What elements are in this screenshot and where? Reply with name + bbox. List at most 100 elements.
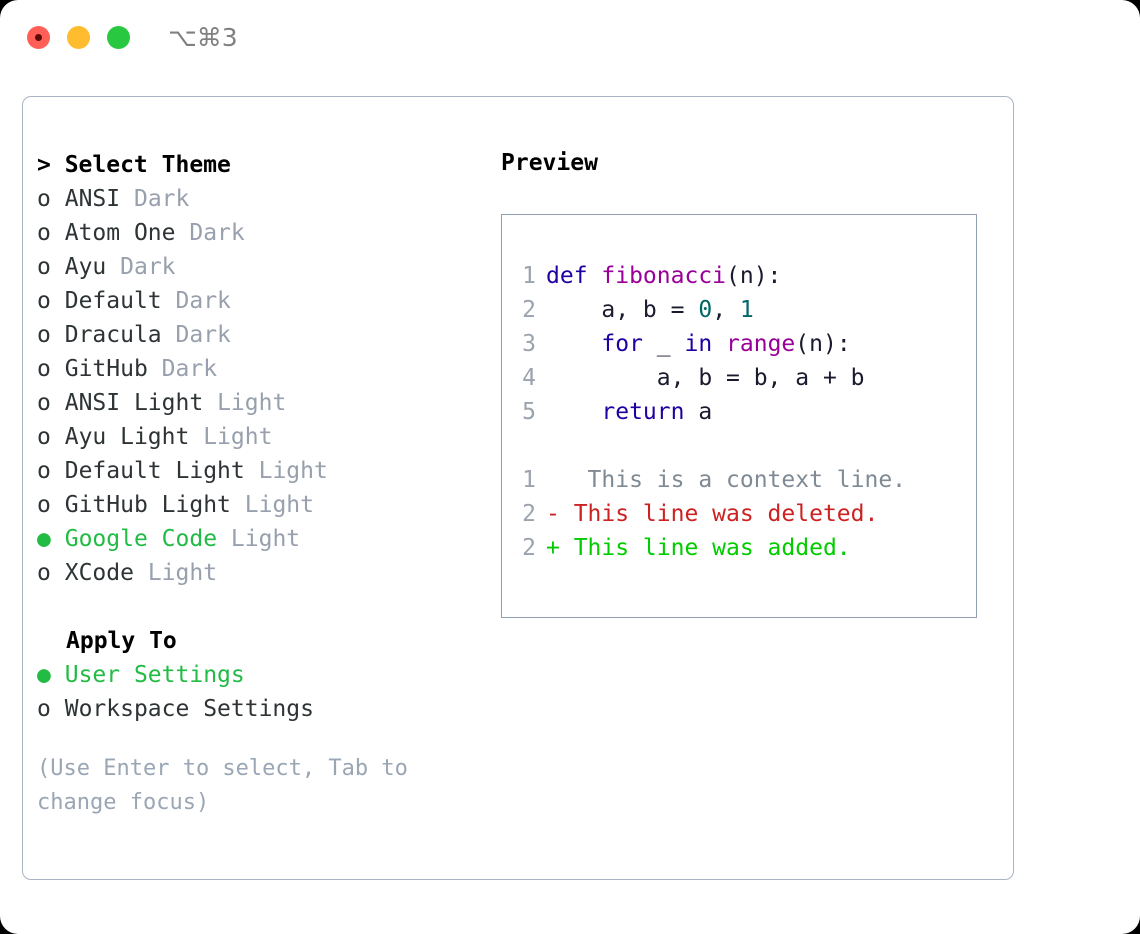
theme-option-github[interactable]: o GitHub Dark	[37, 352, 492, 386]
radio-unselected-icon: o	[37, 424, 51, 450]
theme-option-ansi[interactable]: o ANSI Dark	[37, 182, 492, 216]
theme-option-default-light[interactable]: o Default Light Light	[37, 454, 492, 488]
radio-selected-icon: ●	[37, 526, 51, 552]
theme-option-label: Ayu Light	[64, 424, 190, 450]
code-token	[712, 331, 726, 357]
radio-unselected-icon: o	[37, 356, 51, 382]
line-number: 2	[522, 297, 536, 323]
theme-option-label: Default	[64, 288, 162, 314]
theme-option-google-code[interactable]: ● Google Code Light	[37, 522, 492, 556]
code-token: return	[601, 399, 685, 425]
theme-option-ayu[interactable]: o Ayu Dark	[37, 250, 492, 284]
window-controls	[27, 26, 130, 49]
code-line: 5 return a	[514, 395, 966, 429]
apply-to-option-workspace-settings[interactable]: o Workspace Settings	[37, 692, 492, 726]
theme-option-label: GitHub Light	[64, 492, 231, 518]
theme-option-dracula[interactable]: o Dracula Dark	[37, 318, 492, 352]
code-token: fibonacci	[601, 263, 727, 289]
diff-line-text: + This line was added.	[546, 535, 851, 561]
code-line: 4 a, b = b, a + b	[514, 361, 966, 395]
line-number: 4	[522, 365, 536, 391]
zoom-button[interactable]	[107, 26, 130, 49]
code-token: _	[642, 331, 685, 357]
line-number: 3	[522, 331, 536, 357]
theme-option-label: ANSI Light	[64, 390, 204, 416]
theme-option-tag: Dark	[189, 220, 245, 246]
radio-unselected-icon: o	[37, 560, 51, 586]
theme-option-github-light[interactable]: o GitHub Light Light	[37, 488, 492, 522]
theme-option-tag: Light	[258, 458, 328, 484]
radio-unselected-icon: o	[37, 322, 51, 348]
minimize-button[interactable]	[67, 26, 90, 49]
code-token: ,	[712, 297, 740, 323]
keyboard-hint: (Use Enter to select, Tab to change focu…	[37, 756, 408, 815]
theme-option-default[interactable]: o Default Dark	[37, 284, 492, 318]
radio-unselected-icon: o	[37, 288, 51, 314]
theme-option-label: GitHub	[64, 356, 148, 382]
apply-to-option-label: User Settings	[64, 662, 245, 688]
line-number: 2	[522, 535, 536, 561]
theme-option-tag: Light	[217, 390, 287, 416]
radio-unselected-icon: o	[37, 390, 51, 416]
theme-option-tag: Dark	[161, 356, 218, 382]
code-token	[546, 399, 601, 425]
theme-option-label: XCode	[64, 560, 134, 586]
apply-to-option-user-settings[interactable]: ● User Settings	[37, 658, 492, 692]
keyboard-shortcut-label: ⌥⌘3	[168, 23, 238, 52]
theme-option-label: Atom One	[64, 220, 176, 246]
apply-to-header: Apply To	[66, 628, 177, 654]
theme-option-tag: Dark	[175, 322, 231, 348]
radio-selected-icon: ●	[37, 662, 51, 688]
diff-block: 1 This is a context line.2- This line wa…	[514, 463, 966, 565]
code-token: def	[546, 263, 602, 289]
theme-option-tag: Light	[244, 492, 314, 518]
theme-option-label: ANSI	[64, 186, 121, 212]
theme-option-label: Google Code	[64, 526, 218, 552]
code-token: in	[684, 331, 713, 357]
diff-line-text: This is a context line.	[546, 467, 907, 493]
radio-unselected-icon: o	[37, 492, 51, 518]
line-number: 2	[522, 501, 536, 527]
theme-option-tag: Light	[230, 526, 301, 552]
code-token: (n):	[726, 263, 782, 289]
theme-option-tag: Light	[203, 424, 273, 450]
radio-unselected-icon: o	[37, 458, 51, 484]
code-token: a, b =	[546, 297, 699, 323]
theme-option-atom-one[interactable]: o Atom One Dark	[37, 216, 492, 250]
radio-unselected-icon: o	[37, 254, 51, 280]
line-number: 1	[522, 263, 536, 289]
code-line: 2 a, b = 0, 1	[514, 293, 966, 327]
code-line: 1 def fibonacci(n):	[514, 259, 966, 293]
code-line: 3 for _ in range(n):	[514, 327, 966, 361]
close-button[interactable]	[27, 26, 50, 49]
preview-title: Preview	[501, 150, 598, 176]
radio-unselected-icon: o	[37, 220, 51, 246]
theme-option-tag: Light	[147, 560, 218, 586]
code-token: range	[726, 331, 796, 357]
theme-option-label: Ayu	[64, 254, 107, 280]
page-title: > Select Theme	[37, 152, 231, 178]
radio-unselected-icon: o	[37, 696, 51, 722]
theme-option-label: Dracula	[64, 322, 162, 348]
line-number: 1	[522, 467, 536, 493]
diff-line-add: 2 + This line was added.	[514, 531, 966, 565]
radio-unselected-icon: o	[37, 186, 51, 212]
code-token	[546, 331, 601, 357]
theme-option-ayu-light[interactable]: o Ayu Light Light	[37, 420, 492, 454]
code-token: (n):	[795, 331, 851, 357]
theme-option-xcode[interactable]: o XCode Light	[37, 556, 492, 590]
theme-option-tag: Dark	[133, 186, 190, 212]
code-token: a	[684, 399, 713, 425]
theme-option-tag: Dark	[175, 288, 231, 314]
diff-line-ctx: 1 This is a context line.	[514, 463, 966, 497]
theme-option-ansi-light[interactable]: o ANSI Light Light	[37, 386, 492, 420]
